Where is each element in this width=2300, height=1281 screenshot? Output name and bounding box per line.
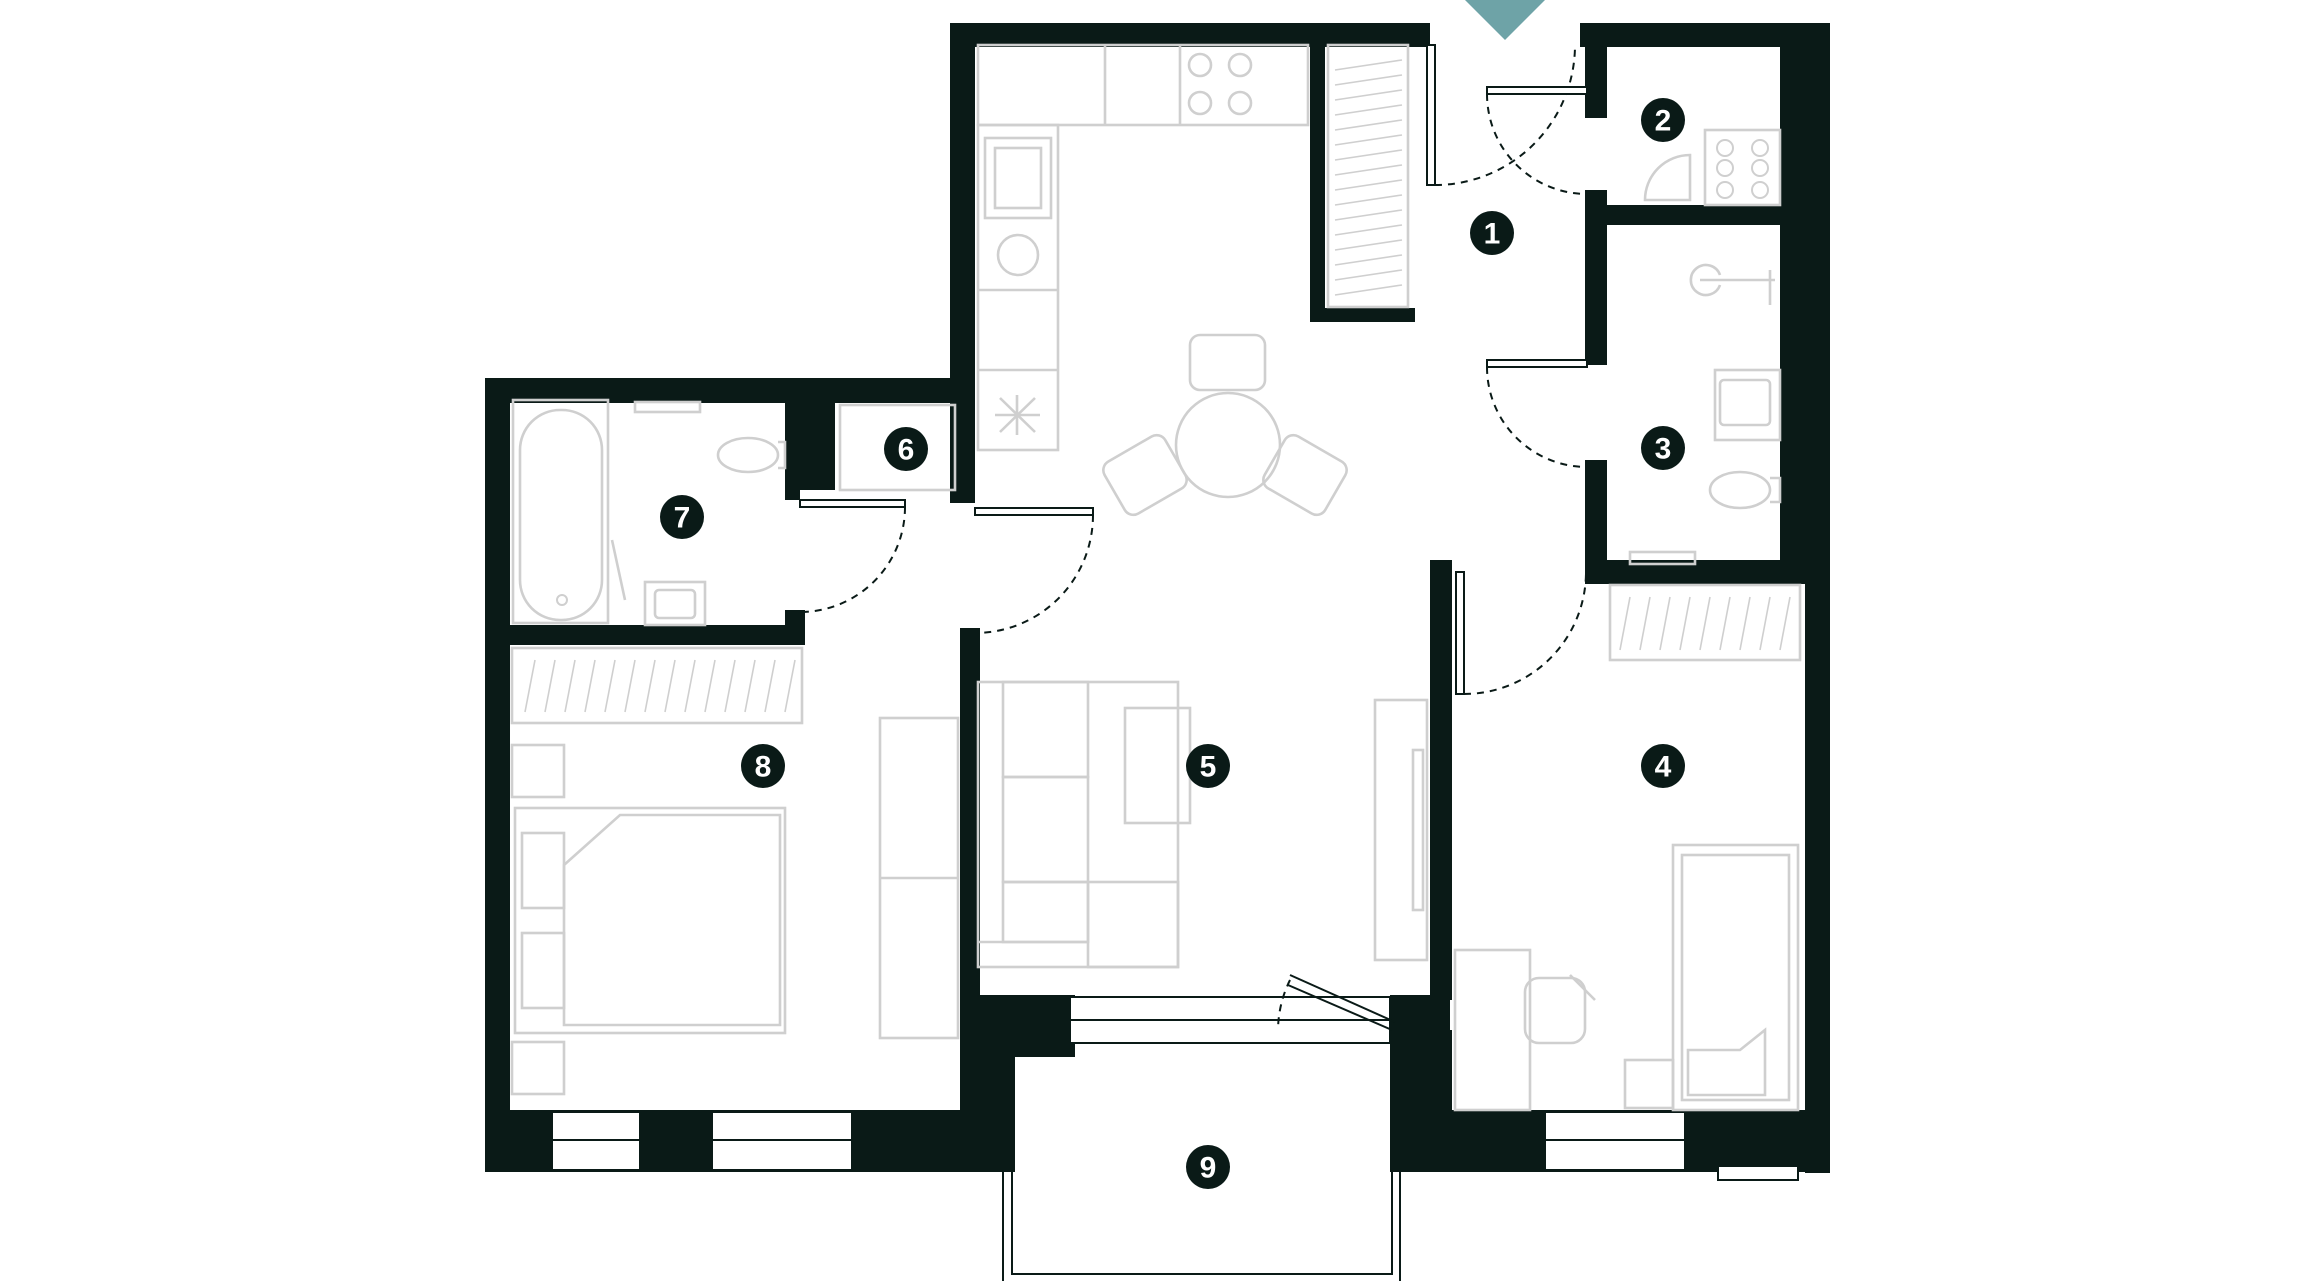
doors bbox=[799, 44, 1588, 1031]
room-label-2: 2 bbox=[1655, 105, 1672, 138]
chair bbox=[1262, 433, 1348, 517]
sink-icon bbox=[983, 136, 1053, 220]
wardrobe-entry bbox=[1326, 43, 1410, 309]
room-badge-1: 1 bbox=[1470, 211, 1514, 255]
washing-machine-icon bbox=[1703, 128, 1782, 207]
room-label-7: 7 bbox=[674, 502, 691, 535]
toilet-icon bbox=[1708, 470, 1782, 510]
stove-icon bbox=[1187, 52, 1253, 116]
dishwasher-icon bbox=[996, 233, 1040, 277]
fridge-icon bbox=[995, 395, 1040, 435]
washbasin bbox=[1713, 368, 1782, 442]
loggia-railing bbox=[1002, 1170, 1401, 1281]
office-chair bbox=[1523, 976, 1587, 1045]
tv-stand bbox=[1373, 698, 1429, 962]
windows bbox=[551, 996, 1799, 1181]
washbasin bbox=[643, 580, 707, 627]
room-label-9: 9 bbox=[1200, 1152, 1217, 1185]
entrance-triangle-icon bbox=[1465, 0, 1545, 40]
nightstand bbox=[510, 743, 566, 799]
room-label-3: 3 bbox=[1655, 433, 1672, 466]
wardrobe-room-4 bbox=[1608, 583, 1802, 662]
room-badges: 1 2 3 4 5 6 7 8 9 bbox=[660, 98, 1685, 1189]
chair bbox=[1188, 333, 1267, 392]
sofa bbox=[976, 680, 1180, 969]
nightstand bbox=[510, 1040, 566, 1096]
room-badge-6: 6 bbox=[884, 427, 928, 471]
room-badge-8: 8 bbox=[741, 744, 785, 788]
nightstand bbox=[1623, 1058, 1675, 1110]
toilet-icon bbox=[716, 436, 787, 474]
room-badge-2: 2 bbox=[1641, 98, 1685, 142]
room-badge-7: 7 bbox=[660, 495, 704, 539]
room-badge-9: 9 bbox=[1186, 1145, 1230, 1189]
room-label-1: 1 bbox=[1484, 218, 1501, 251]
room-label-8: 8 bbox=[755, 751, 772, 784]
room-label-4: 4 bbox=[1655, 751, 1672, 784]
room-badge-5: 5 bbox=[1186, 744, 1230, 788]
room-badge-3: 3 bbox=[1641, 426, 1685, 470]
wardrobe-bedroom bbox=[510, 646, 804, 725]
bathtub bbox=[511, 398, 610, 625]
kitchen-counter bbox=[976, 43, 1310, 127]
chair bbox=[1102, 433, 1188, 517]
shower-icon bbox=[1689, 263, 1775, 297]
room-label-6: 6 bbox=[898, 434, 915, 467]
single-bed bbox=[1671, 843, 1800, 1112]
double-bed bbox=[513, 806, 787, 1035]
desk bbox=[1453, 948, 1532, 1112]
furniture bbox=[510, 43, 1802, 1112]
coffee-table bbox=[1123, 706, 1192, 825]
room-label-5: 5 bbox=[1200, 751, 1217, 784]
dining-table bbox=[1174, 391, 1282, 499]
room-badge-4: 4 bbox=[1641, 744, 1685, 788]
